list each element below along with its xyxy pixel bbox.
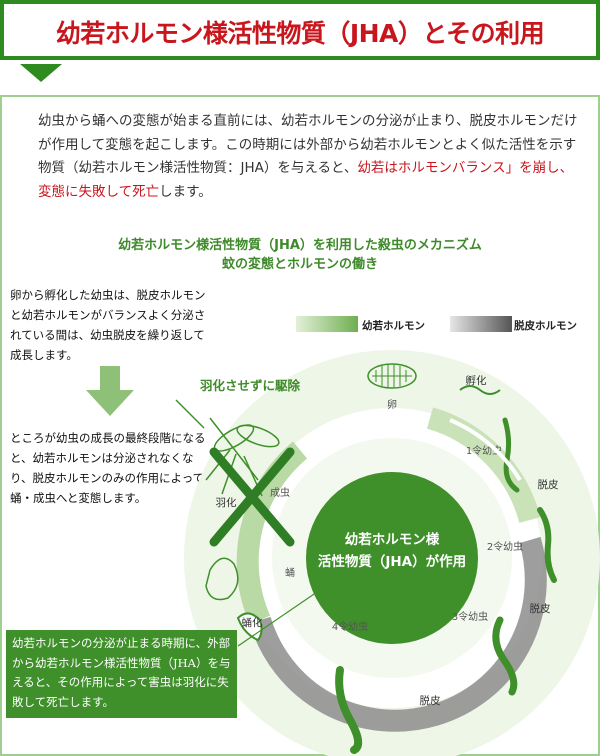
stage-molt1: 脱皮 [538, 478, 559, 491]
stage-adult: 成虫 [270, 487, 290, 499]
stage-hatch: 孵化 [466, 374, 487, 387]
stage-instar2: 2令幼虫 [487, 540, 523, 553]
stage-pupation: 蛹化 [242, 616, 263, 629]
jha-effect-note: 幼若ホルモンの分泌が止まる時期に、外部から幼若ホルモン様活性物質（JHA）を与え… [6, 630, 237, 718]
stage-instar4: 4令幼虫 [332, 620, 368, 633]
page-title: 幼若ホルモン様活性物質（JHA）とその利用 [4, 14, 596, 50]
center-label-2: 活性物質（JHA）が作用 [318, 553, 466, 570]
down-arrow-icon [20, 64, 62, 82]
stage-molt3: 脱皮 [420, 694, 441, 707]
page-header: 幼若ホルモン様活性物質（JHA）とその利用 [0, 0, 600, 60]
center-label-1: 幼若ホルモン様 [345, 531, 440, 548]
no-emergence-label: 羽化させずに駆除 [200, 378, 301, 393]
stage-pupa: 蛹 [285, 567, 295, 579]
diagram-title: 幼若ホルモン様活性物質（JHA）を利用した殺虫のメカニズム [0, 234, 600, 253]
intro-text-end: します。 [159, 184, 212, 200]
diagram-subtitle: 蚊の変態とホルモンの働き [0, 253, 600, 272]
stage-egg: 卵 [387, 399, 397, 411]
stage-emergence: 羽化 [216, 496, 237, 509]
intro-paragraph: 幼虫から蛹への変態が始まる直前には、幼若ホルモンの分泌が止まり、脱皮ホルモンだけ… [38, 110, 578, 204]
stage-instar3: 3令幼虫 [452, 610, 488, 623]
stage-molt2: 脱皮 [530, 602, 551, 615]
